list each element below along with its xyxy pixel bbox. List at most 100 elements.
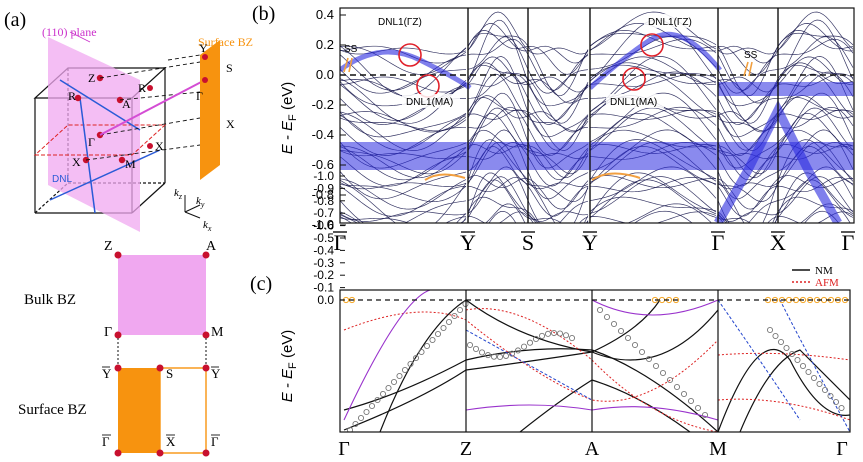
c-ytick-label: -1.0 bbox=[313, 169, 334, 183]
band-line bbox=[627, 203, 712, 223]
b-ytick-label: 0.0 bbox=[316, 67, 334, 82]
panel-b-label: (b) bbox=[252, 3, 275, 25]
panel-c-label: (c) bbox=[250, 273, 272, 295]
band-line bbox=[340, 111, 467, 138]
band-line bbox=[777, 11, 854, 51]
band-line bbox=[467, 95, 529, 119]
band-line bbox=[467, 97, 529, 113]
surf-g1: Γ bbox=[102, 434, 110, 449]
band-line bbox=[717, 211, 779, 222]
b-xlabel: Y bbox=[582, 230, 598, 255]
band-line bbox=[467, 36, 529, 70]
blue-band bbox=[465, 329, 593, 401]
band-line bbox=[527, 185, 589, 217]
data-circle bbox=[638, 348, 646, 356]
band-line bbox=[777, 64, 854, 79]
panel-a: (a) (110) plane DNL bbox=[4, 9, 253, 457]
surf-x: X bbox=[166, 434, 176, 449]
band-line bbox=[717, 171, 779, 200]
b-xlabel: S bbox=[522, 230, 534, 255]
data-circle bbox=[508, 350, 516, 357]
band-line bbox=[467, 109, 529, 120]
band-line bbox=[527, 54, 589, 91]
band-line bbox=[340, 183, 467, 203]
band-line bbox=[467, 196, 529, 212]
band-line bbox=[717, 211, 779, 223]
point-gamma: Γ bbox=[88, 135, 95, 149]
data-circle bbox=[838, 404, 845, 412]
band-line bbox=[589, 176, 717, 193]
data-circle bbox=[418, 348, 425, 356]
band-line bbox=[777, 32, 854, 47]
data-circle bbox=[783, 344, 790, 352]
band-line bbox=[527, 76, 589, 93]
b-xlabel: X bbox=[770, 230, 786, 255]
band-line bbox=[718, 230, 778, 260]
band-line bbox=[777, 196, 854, 212]
point-sbar: S bbox=[226, 61, 233, 75]
afm-band bbox=[343, 311, 719, 402]
band-line bbox=[589, 196, 717, 212]
point-xbar: X bbox=[72, 155, 81, 169]
data-circle bbox=[456, 306, 464, 314]
b-ytick-label: -0.4 bbox=[312, 127, 334, 142]
data-circle bbox=[610, 320, 618, 328]
band-line bbox=[527, 178, 589, 210]
data-circle bbox=[631, 341, 639, 349]
b-xlabel: Γ bbox=[712, 230, 725, 255]
band-line bbox=[804, 210, 840, 223]
b-ytick-label: -0.8 bbox=[312, 187, 334, 202]
band-line bbox=[527, 171, 589, 200]
data-circle bbox=[407, 360, 414, 368]
b-ytick-label: -0.2 bbox=[312, 97, 334, 112]
surface-band bbox=[718, 82, 854, 96]
data-circle bbox=[484, 352, 492, 359]
data-circle bbox=[550, 329, 558, 337]
nm-band bbox=[519, 379, 691, 432]
panel-b-frame bbox=[339, 7, 855, 224]
panel-b-ylabel: E - EF (eV) bbox=[279, 82, 299, 155]
nm-band bbox=[343, 348, 719, 432]
band-line bbox=[467, 172, 529, 216]
c-ytick-label: -0.2 bbox=[313, 268, 334, 282]
band-line bbox=[777, 56, 854, 86]
data-circle bbox=[538, 332, 546, 339]
data-circle bbox=[568, 335, 576, 342]
band-line bbox=[340, 76, 467, 93]
panel-b: (b) 0.40.20.0-0.2-0.4-0.6-0.8-1.0 E - EF… bbox=[252, 3, 855, 260]
band-line bbox=[467, 19, 529, 82]
band-line bbox=[777, 38, 854, 56]
data-circle bbox=[666, 376, 674, 384]
data-circle bbox=[390, 378, 398, 386]
band-line bbox=[527, 98, 589, 125]
surface-band bbox=[588, 31, 722, 90]
data-circle bbox=[478, 349, 486, 356]
data-circle bbox=[701, 411, 709, 419]
band-line bbox=[340, 230, 466, 260]
bulk-bz-label: Bulk BZ bbox=[24, 292, 76, 308]
data-circle bbox=[624, 334, 632, 342]
data-circle bbox=[827, 392, 834, 400]
band-line bbox=[717, 97, 779, 125]
data-circle bbox=[687, 397, 695, 405]
band-line bbox=[467, 175, 529, 189]
data-circle bbox=[680, 390, 688, 398]
data-circle bbox=[346, 426, 354, 432]
band-line bbox=[528, 240, 588, 254]
panel-c: (c) 0.0-0.1-0.2-0.3-0.4-0.5-0.6-0.7-0.8-… bbox=[250, 169, 852, 460]
band-line bbox=[527, 45, 589, 75]
data-circle bbox=[526, 339, 534, 346]
data-circle bbox=[423, 342, 431, 350]
annot-dnl-gz-left: DNL1(ΓZ) bbox=[378, 17, 422, 28]
c-xlabel: Γ bbox=[338, 438, 350, 460]
point-r: R bbox=[68, 89, 76, 103]
annot-ss-left: SS bbox=[344, 44, 358, 55]
data-circle bbox=[385, 384, 392, 392]
nm-band bbox=[379, 299, 661, 432]
band-line bbox=[340, 178, 467, 210]
surface-bz-label-2d: Surface BZ bbox=[18, 402, 87, 418]
blue-band bbox=[717, 299, 801, 421]
b-xlabel: Γ bbox=[334, 230, 347, 255]
band-line bbox=[777, 109, 854, 120]
band-line bbox=[527, 200, 589, 223]
